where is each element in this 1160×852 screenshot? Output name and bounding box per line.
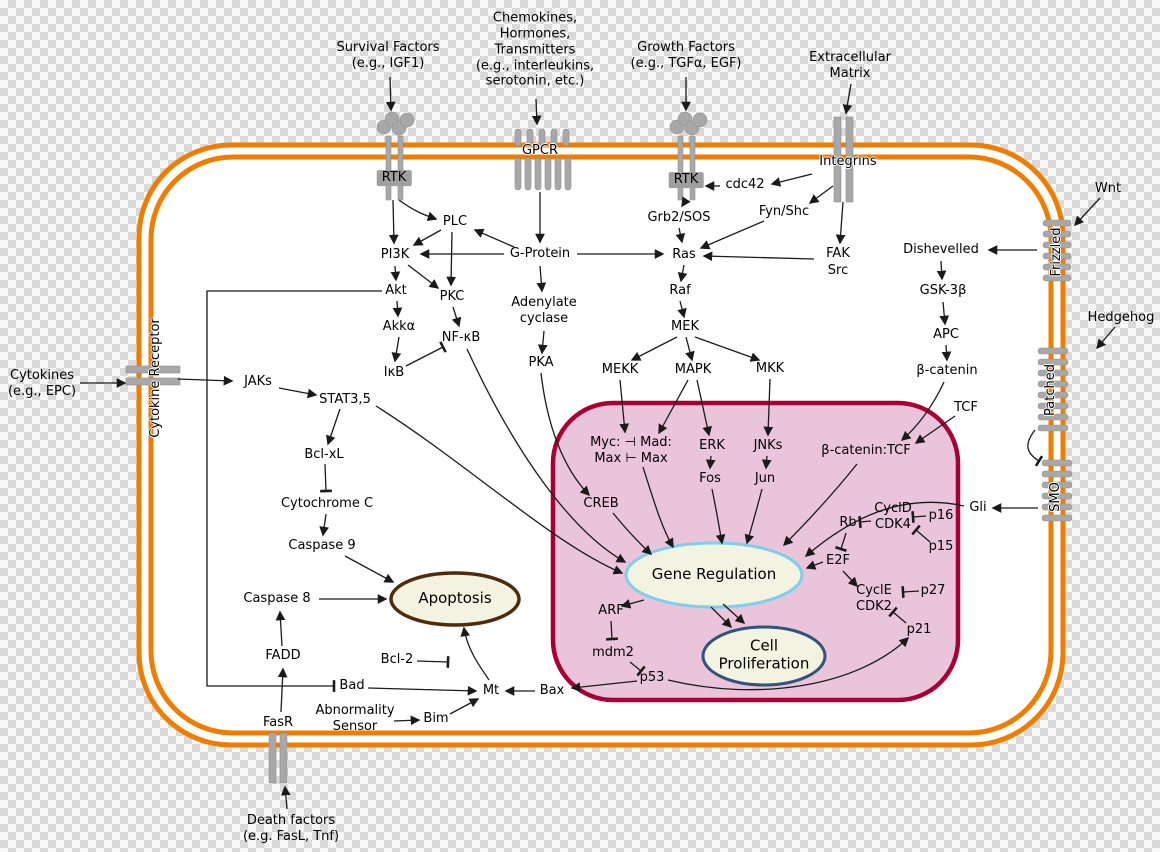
- cell-proliferation-ellipse: [701, 625, 827, 687]
- gpcr-receptor-icon: [514, 128, 572, 191]
- rtk-receptor-left-icon: [376, 111, 415, 201]
- activation-arrows: [80, 76, 1116, 810]
- integrins-receptor-icon: [833, 116, 854, 203]
- patched-receptor-icon: [1037, 347, 1069, 432]
- gene-regulation-ellipse: [624, 541, 804, 609]
- frizzled-receptor-icon: [1042, 219, 1072, 282]
- inhibition-links: [206, 290, 1044, 692]
- fasr-receptor-icon: [268, 732, 288, 784]
- rtk-receptor-right-icon: [669, 111, 708, 201]
- apoptosis-ellipse: [389, 571, 521, 627]
- smo-receptor-icon: [1041, 459, 1073, 522]
